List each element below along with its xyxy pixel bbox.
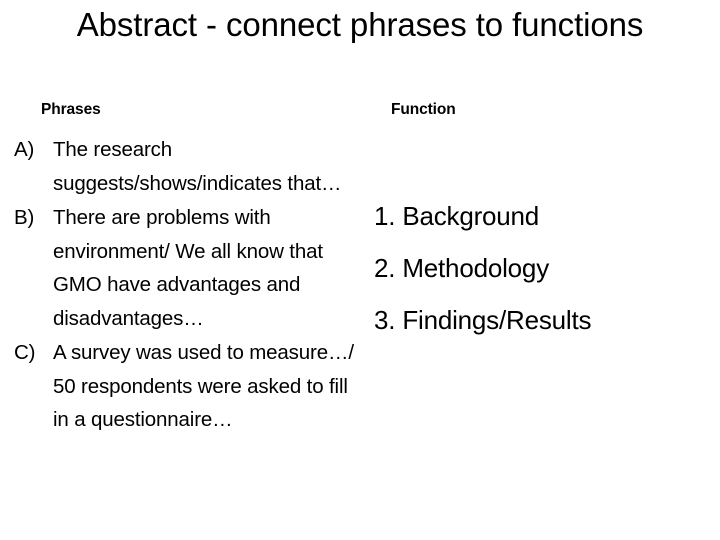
functions-list: 1. Background 2. Methodology 3. Findings… [374,190,704,346]
list-item: 1. Background [374,190,704,242]
list-item-text: There are problems with environment/ We … [53,206,323,330]
function-column-header: Function [391,101,456,118]
list-item-label: Findings/Results [402,305,592,335]
phrases-list: A) The research suggests/shows/indicates… [14,133,360,438]
list-item-number: 1. [374,201,403,231]
list-item-number: 2. [374,253,403,283]
list-item-marker: B) [14,206,35,229]
list-item: A) The research suggests/shows/indicates… [14,133,360,200]
list-item-label: Methodology [402,253,549,283]
list-item-text: A survey was used to measure…/ 50 respon… [53,341,354,431]
list-item: 3. Findings/Results [374,294,704,346]
list-item-label: Background [402,201,540,231]
list-item-marker: C) [14,341,36,364]
list-item-text: The research suggests/shows/indicates th… [53,138,342,195]
list-item-number: 3. [374,305,403,335]
list-item-marker: A) [14,138,35,161]
list-item: 2. Methodology [374,242,704,294]
page-title: Abstract - connect phrases to functions [76,6,644,43]
phrases-column-header: Phrases [41,101,101,118]
list-item: B) There are problems with environment/ … [14,201,360,335]
list-item: C) A survey was used to measure…/ 50 res… [14,336,360,437]
